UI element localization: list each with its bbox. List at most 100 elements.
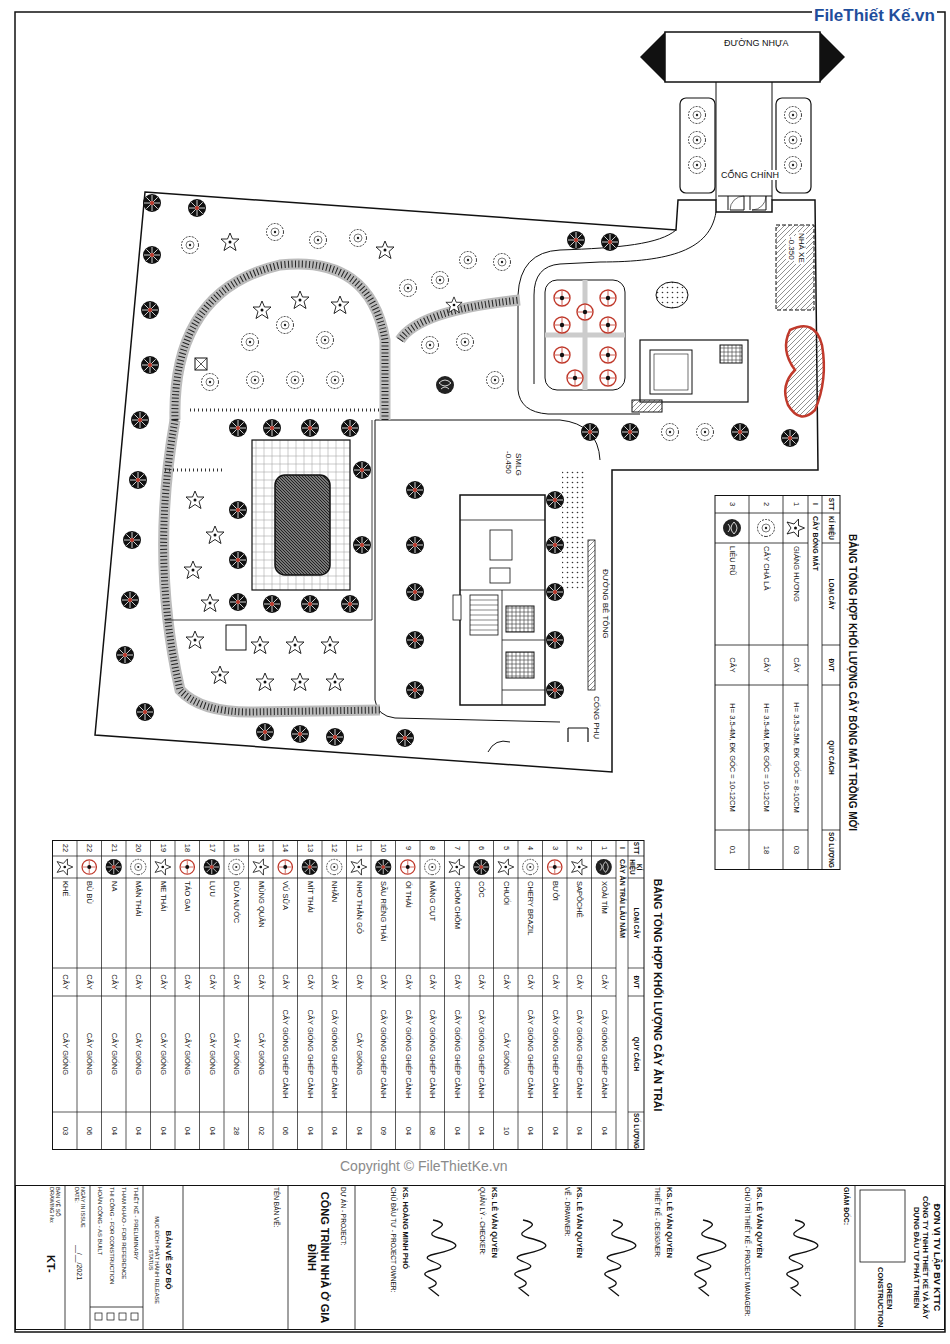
table-cell: CÂY GIỐNG GHÉP CÀNH: [518, 997, 543, 1111]
table-grid: [473, 859, 489, 875]
table-cell: 1: [783, 496, 808, 512]
title-block-frame: [131, 1313, 138, 1320]
tree-symbols: [554, 317, 570, 333]
table-header: QUY CÁCH: [628, 997, 644, 1111]
gate-planters: [680, 98, 811, 210]
title-block-text: ĐƠN VỊ TV LẬP BV KTTC: [932, 1187, 942, 1328]
table-cell: SAPÔCHÊ: [567, 879, 592, 967]
table-cell: H= 3.5-4M, ĐK GỐC = 10-12CM: [715, 686, 749, 829]
title-block-text: NGÀY IN ISSUE DATE:: [73, 1187, 86, 1237]
guard-house: [632, 282, 748, 412]
table-grid: [204, 859, 220, 875]
table-cell: CÂY: [273, 969, 298, 995]
table-grid: [351, 859, 367, 875]
gate-planters: [680, 98, 715, 193]
parking-and-pond: [785, 326, 824, 416]
table-cell: CÂY GIỐNG GHÉP CÀNH: [445, 997, 470, 1111]
swimming-pool: [195, 358, 207, 370]
tree-symbols: [487, 372, 504, 389]
tree-symbols: [251, 636, 269, 654]
gate-label: CỔNG CHÍNH: [720, 170, 780, 180]
table-cell: CÂY: [126, 969, 151, 995]
table-header: QUY CÁCH: [822, 686, 840, 829]
main-house: [453, 595, 461, 620]
tree-symbols: [321, 636, 339, 654]
title-block-text: CÔNG TRÌNH NHÀ Ở GIA ĐÌNH: [306, 1187, 331, 1328]
table-grid: [375, 859, 391, 875]
gravel-path: [164, 420, 380, 712]
tree-symbols: [546, 681, 564, 699]
tree-symbols: [263, 419, 281, 437]
table-cell: BÙ BÙ: [77, 879, 102, 967]
table-cell: CÓC: [469, 879, 494, 967]
property-boundary: [95, 192, 818, 772]
table-header: KÍ HIỆU: [628, 857, 644, 877]
table-cell: CHERY BRAZIL: [518, 879, 543, 967]
tree-symbols: [229, 419, 247, 437]
tree-symbols: [286, 636, 304, 654]
title-block-text: DỰ ÁN - PROJECT:: [340, 1187, 347, 1328]
tree-symbols: [432, 272, 449, 289]
table-grid: [106, 859, 122, 875]
table-cell: GIÁNG HƯƠNG: [783, 544, 808, 644]
table-header: SỐ LƯỢNG: [822, 831, 840, 869]
tree-symbols: [327, 372, 344, 389]
table-title: BẢNG TỔNG HỢP KHỐI LƯỢNG CÂY BÓNG MÁT TR…: [842, 496, 862, 869]
table-cell: 04: [102, 1113, 127, 1149]
table-header: ĐVT: [628, 969, 644, 995]
table-cell: 04: [592, 1113, 617, 1149]
title-block-frame: [119, 1313, 126, 1320]
tree-symbols: [291, 673, 309, 691]
tree-symbols: [400, 280, 417, 297]
table-cell: 06: [273, 1113, 298, 1149]
title-block-frame: [107, 1313, 114, 1320]
table-cell: CÂY GIỐNG GHÉP CÀNH: [420, 997, 445, 1111]
gravel-path: [400, 300, 520, 340]
table-cell: SẦU RIÊNG THÁI: [371, 879, 396, 967]
table-cell: 10: [371, 841, 396, 855]
table-cell: CÂY: [749, 646, 783, 684]
table-grid: [302, 859, 318, 875]
tree-symbols: [256, 723, 274, 741]
tree-symbols: [277, 317, 294, 334]
tree-symbols: [186, 631, 204, 649]
table-cell: CÂY: [200, 969, 225, 995]
tree-symbols: [350, 230, 367, 247]
table-cell: 04: [469, 1113, 494, 1149]
tree-symbols: [457, 334, 474, 351]
tree-symbols: [697, 424, 714, 441]
table-cell: 2: [749, 496, 783, 512]
table-cell: 21: [102, 841, 127, 855]
table-cell: 04: [298, 1113, 323, 1149]
table-cell: CÂY: [102, 969, 127, 995]
table-cell: 01: [715, 831, 749, 869]
guard-house: [632, 400, 662, 412]
table-cell: CÂY GIỐNG: [224, 997, 249, 1111]
table-cell: CÂY: [249, 969, 274, 995]
tree-symbols: [136, 703, 154, 721]
table-cell: 18: [749, 831, 783, 869]
guard-house: [640, 340, 748, 402]
tree-symbols: [785, 157, 802, 174]
tree-symbols: [186, 491, 204, 509]
tree-symbols: [406, 481, 424, 499]
title-block-text: VẼ - DRAWNER:: [564, 1187, 571, 1328]
tree-symbols: [406, 631, 424, 649]
main-house: [470, 600, 498, 630]
title-block-text: KT-: [44, 1255, 57, 1315]
table-cell: 8: [420, 841, 445, 855]
table-cell: CÂY GIỐNG GHÉP CÀNH: [298, 997, 323, 1111]
main-house: [470, 595, 498, 635]
swimming-pool: [275, 475, 330, 575]
tree-symbols: [341, 595, 359, 613]
table-grid: [57, 859, 73, 875]
main-house: [506, 652, 534, 678]
table-cell: CÂY: [175, 969, 200, 995]
tree-symbols: [182, 237, 199, 254]
title-block-text: KS. LÊ VĂN QUYỀN: [574, 1187, 583, 1328]
table-cell: H= 3.5-4M, ĐK GỐC = 10-12CM: [749, 686, 783, 829]
table-header: STT: [628, 841, 644, 855]
gravel-path: [175, 264, 385, 420]
site-label: -0.450: [503, 450, 513, 475]
